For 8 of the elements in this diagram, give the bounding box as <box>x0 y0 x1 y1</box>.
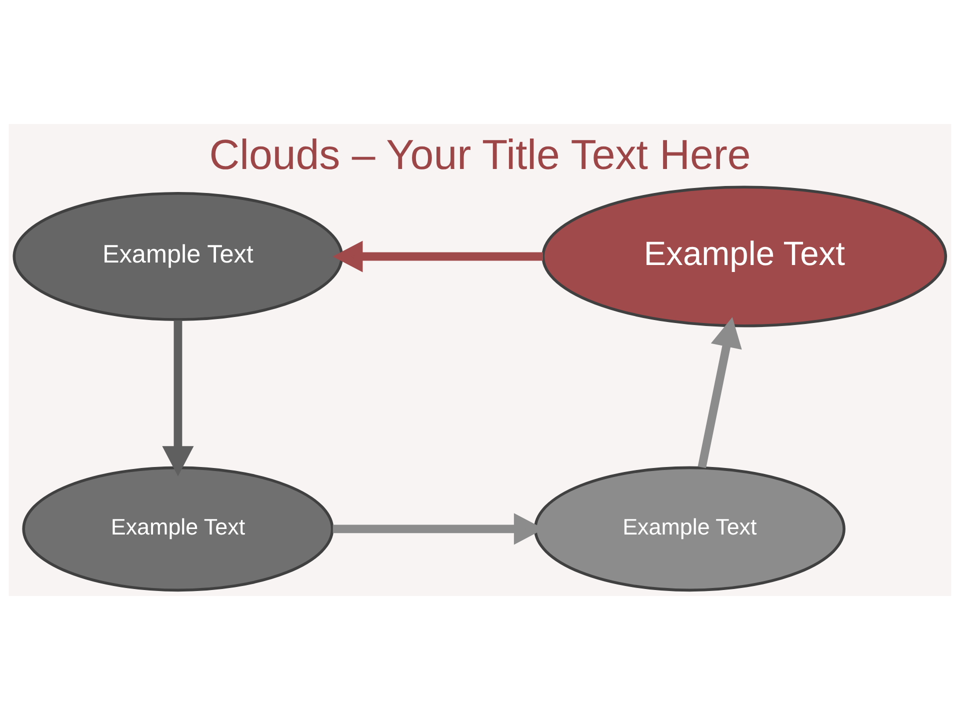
node-ellipse: Example Text <box>534 466 846 592</box>
node-ellipse: Example Text <box>12 192 344 321</box>
arrow <box>162 320 194 476</box>
diagram-title: Clouds – Your Title Text Here <box>209 130 751 178</box>
node-ellipse: Example Text <box>542 186 948 328</box>
arrow <box>332 240 544 272</box>
node-ellipse: Example Text <box>22 466 334 592</box>
arrow <box>698 317 742 468</box>
